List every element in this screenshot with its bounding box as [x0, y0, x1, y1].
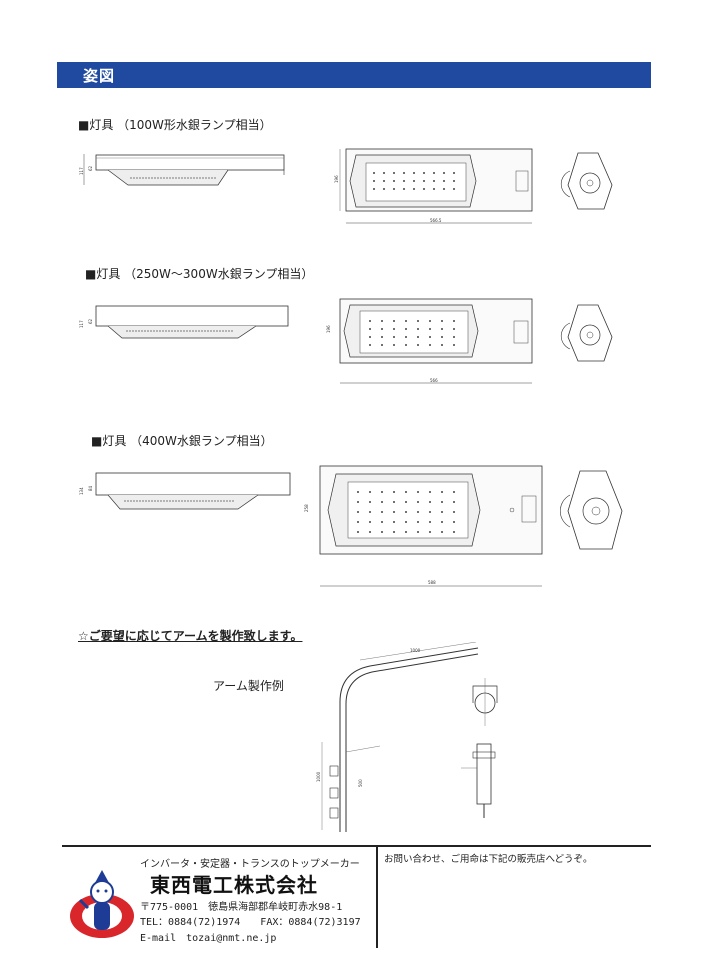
- fixture-2-end-view: [560, 297, 620, 367]
- fixture-1-title: ■灯具 （100W形水銀ランプ相当）: [78, 118, 272, 132]
- company-name: 東西電工株式会社: [150, 873, 318, 897]
- company-tagline: インバータ・安定器・トランスのトップメーカー: [140, 859, 360, 870]
- section-title: 姿図: [83, 67, 116, 85]
- side-dim-2: 62: [88, 318, 93, 324]
- fixture-2-side-view: 117 62: [78, 298, 298, 348]
- section-header: 姿図: [57, 62, 651, 88]
- footer-rule: [62, 845, 651, 847]
- side-dim-1: 117: [79, 167, 84, 175]
- arm-dim-span: 1000: [410, 648, 421, 653]
- plan-dim-height: 196: [326, 325, 331, 333]
- fixture-3-side-view: 134 84: [78, 465, 298, 515]
- side-dim-2: 62: [88, 165, 93, 171]
- arm-clamp-detail: [455, 678, 505, 728]
- arm-dim-h1: 1000: [316, 771, 321, 782]
- side-dim-1: 117: [79, 320, 84, 328]
- fixture-2-title: ■灯具 （250W～300W水銀ランプ相当）: [85, 267, 314, 281]
- fixture-1-plan-view: 196 566.5: [330, 143, 540, 233]
- company-mascot-logo: [68, 862, 140, 946]
- side-dim-1: 134: [79, 487, 84, 495]
- arm-dim-h2: 500: [358, 779, 363, 787]
- footer-divider: [376, 845, 378, 948]
- company-phone-fax: TEL：0884(72)1974 FAX：0884(72)3197: [140, 917, 361, 928]
- fixture-3-end-view: [560, 465, 630, 555]
- fixture-1-end-view: [560, 145, 620, 215]
- plan-dim-height: 196: [334, 175, 339, 183]
- arm-drawing: 1000 1000 500: [310, 642, 490, 837]
- arm-example-label: アーム製作例: [213, 679, 284, 693]
- company-email: E-mail tozai@nmt.ne.jp: [140, 933, 277, 944]
- fixture-3-title: ■灯具 （400W水銀ランプ相当）: [91, 434, 273, 448]
- inquiry-note: お問い合わせ、ご用命は下記の販売店へどうぞ。: [384, 854, 593, 865]
- fixture-1-side-view: 117 62: [78, 145, 298, 200]
- side-dim-2: 84: [88, 485, 93, 491]
- company-address: 〒775-0001 徳島県海部郡牟岐町赤水98-1: [140, 902, 343, 913]
- plan-dim-width: 588: [428, 580, 436, 585]
- plan-dim-width: 566: [430, 378, 438, 383]
- fixture-3-plan-view: 258 588: [300, 462, 550, 592]
- plan-dim-height: 258: [304, 504, 309, 512]
- arm-custom-note: ☆ご要望に応じてアームを製作致します。: [78, 629, 303, 643]
- plan-dim-width: 566.5: [430, 218, 442, 223]
- arm-pole-detail: [455, 738, 505, 818]
- fixture-2-plan-view: 196 566: [322, 293, 542, 389]
